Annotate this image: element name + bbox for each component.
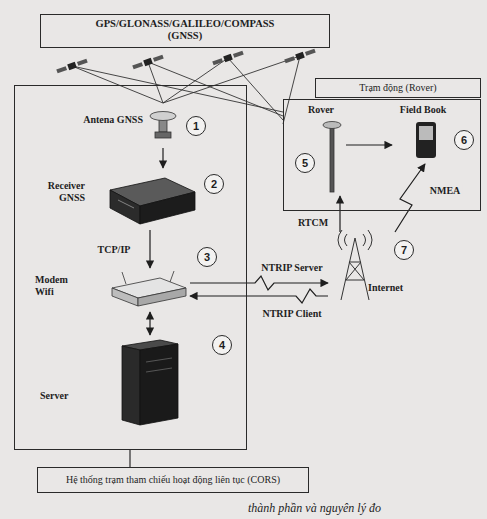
connector: [162, 148, 163, 168]
signal-label: TCP/IP: [96, 244, 133, 255]
radio-tower: [338, 230, 372, 300]
node-text: Rover: [296, 104, 346, 116]
callout-number: 4: [212, 335, 232, 355]
node-text: Internet: [368, 282, 420, 294]
node-text: Trạm động (Rover): [315, 78, 481, 98]
signal-label: NTRIP Client: [260, 308, 323, 319]
satellite: [132, 54, 164, 71]
node-text: GPS/GLONASS/GALILEO/COMPASS (GNSS): [88, 18, 283, 42]
constellation-box: GPS/GLONASS/GALILEO/COMPASS (GNSS): [40, 14, 330, 48]
satellite: [56, 58, 88, 75]
signal-label: RTCM: [296, 217, 330, 228]
connector: [149, 312, 150, 335]
connector: [190, 276, 328, 290]
field-book-device: [416, 122, 436, 158]
callout-number: 6: [454, 130, 474, 150]
signal-rays: [72, 56, 300, 124]
node-text: Server: [40, 390, 95, 402]
callout-number: 2: [204, 174, 224, 194]
callout-number: 3: [197, 247, 217, 267]
modem-unit: Modem Wifi: [35, 268, 190, 312]
receiver-unit: Receiver GNSS: [30, 168, 202, 230]
gnss-receiver: [110, 178, 195, 224]
satellite: [284, 48, 316, 65]
callout-number: 5: [295, 153, 315, 173]
node-text: Antena GNSS: [75, 114, 143, 126]
callout-number: 1: [186, 116, 206, 136]
connector: [339, 196, 340, 232]
wifi-modem: [112, 271, 186, 306]
signal-label: NMEA: [428, 185, 463, 196]
field-book-unit: Field Book: [392, 104, 454, 164]
server-unit: Server: [40, 335, 190, 427]
signal-label: NTRIP Server: [259, 262, 324, 273]
connector: [395, 164, 425, 232]
node-text: Receiver GNSS: [30, 180, 85, 203]
satellite: [212, 50, 244, 67]
node-text: Modem Wifi: [35, 274, 85, 297]
antenna-unit: Antena GNSS: [75, 106, 185, 148]
bracket-line: [129, 450, 130, 467]
connector: [346, 144, 392, 145]
cors-station-box: Hệ thống trạm tham chiếu hoạt động liên …: [14, 85, 247, 450]
callout-number: 7: [394, 240, 414, 260]
rover-pole: [323, 122, 341, 193]
connector: [190, 289, 328, 303]
server-tower: [122, 340, 178, 425]
gnss-antenna: [150, 112, 176, 139]
figure-caption: thành phần và nguyên lý đo: [248, 501, 381, 516]
node-text: Field Book: [392, 104, 454, 116]
connector: [149, 230, 150, 268]
node-text: Hệ thống trạm tham chiếu hoạt động liên …: [37, 467, 309, 493]
rover-unit: Rover: [296, 104, 346, 196]
